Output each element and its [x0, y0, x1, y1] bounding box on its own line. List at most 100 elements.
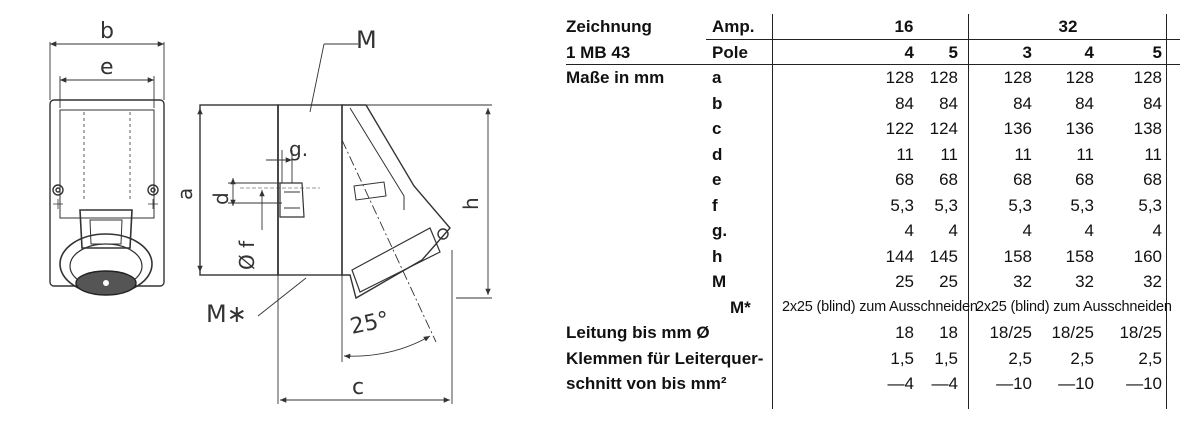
value-cell: 68 — [1013, 170, 1032, 189]
value-cell: 5,3 — [890, 195, 914, 215]
table-row-f: f 5,3 5,3 5,3 5,3 5,3 — [566, 193, 1186, 219]
value-cell: 84 — [939, 93, 958, 113]
value-cell: 4 — [904, 221, 914, 240]
value-cell: 18 — [895, 323, 914, 342]
value-cell: 84 — [1075, 93, 1094, 113]
value-cell: 18/25 — [989, 323, 1032, 342]
value-cell: 11 — [1014, 144, 1032, 164]
dimension-d-f-g — [228, 150, 293, 230]
label-h: h — [459, 197, 483, 210]
value-cell: 5,3 — [934, 195, 958, 215]
table-row-Mstar: M* 2x25 (blind) zum Ausschneiden 2x25 (b… — [566, 295, 1186, 321]
klemmen-label-1: Klemmen für Leiterquer- — [566, 348, 764, 368]
header-amp: Amp. — [712, 17, 755, 36]
row-key: f — [712, 195, 718, 215]
value-cell: 11 — [896, 144, 914, 164]
value-cell: 158 — [1065, 246, 1094, 266]
klemmen-label-2: schnitt von bis mm² — [566, 374, 727, 393]
value-cell: 5,3 — [1138, 195, 1162, 215]
value-cell: 32 — [1075, 272, 1094, 291]
dimension-h — [342, 104, 492, 299]
value-cell: 4 — [1084, 221, 1094, 240]
value-cell: 84 — [1143, 93, 1162, 113]
value-cell: 136 — [1065, 119, 1094, 138]
column-rule-3 — [1166, 14, 1168, 409]
dimension-e — [59, 76, 155, 108]
value-cell: 124 — [929, 119, 958, 138]
value-cell: 128 — [1065, 68, 1094, 87]
pole-cell: 5 — [1152, 42, 1162, 62]
value-cell: 32 — [1013, 272, 1032, 291]
value-cell: 138 — [1133, 119, 1162, 138]
row-key: M* — [730, 297, 751, 317]
pole-cell: 4 — [904, 42, 914, 62]
value-cell: 4 — [1022, 221, 1032, 240]
pole-cell: 5 — [948, 42, 958, 62]
value-cell: 68 — [1143, 170, 1162, 189]
row-key: b — [712, 93, 723, 113]
value-cell: —10 — [996, 374, 1032, 393]
label-e: e — [100, 55, 114, 80]
value-cell: 136 — [1003, 119, 1032, 138]
table-row-b: b 84 84 84 84 84 — [566, 91, 1186, 117]
value-cell: 18/25 — [1051, 323, 1094, 342]
side-view — [199, 104, 451, 300]
value-cell: 11 — [940, 144, 958, 164]
value-cell: 128 — [1003, 68, 1032, 87]
value-cell: —4 — [931, 374, 958, 393]
value-cell: —10 — [1058, 374, 1094, 393]
front-view — [49, 99, 165, 296]
value-cell: 1,5 — [890, 348, 914, 368]
table-row-c: c 122 124 136 136 138 — [566, 116, 1186, 142]
header-row-pole: 1 MB 43 Pole 4 5 3 4 5 — [566, 40, 1186, 66]
leader-M — [309, 43, 358, 113]
header-amp-32: 32 — [1058, 17, 1078, 36]
value-cell: 160 — [1133, 246, 1162, 266]
value-cell: 18/25 — [1119, 323, 1162, 342]
table-row-g: g. 4 4 4 4 4 — [566, 218, 1186, 244]
value-cell: 158 — [1003, 246, 1032, 266]
row-key: g. — [712, 221, 728, 240]
header-rule-top — [706, 39, 1180, 41]
section-label: Maße in mm — [566, 68, 665, 87]
value-cell: 1,5 — [934, 348, 958, 368]
value-cell: 122 — [885, 119, 914, 138]
table-row-klemmen-1: Klemmen für Leiterquer- 1,5 1,5 2,5 2,5 … — [566, 346, 1186, 372]
value-cell: —10 — [1126, 374, 1162, 393]
value-cell: 32 — [1143, 272, 1162, 291]
table-row-a: Maße in mm a 128 128 128 128 128 — [566, 65, 1186, 91]
angle-25 — [341, 139, 437, 362]
pole-cell: 3 — [1022, 42, 1032, 62]
value-cell: 5,3 — [1008, 195, 1032, 215]
header-amp-16: 16 — [894, 17, 914, 36]
table-row-h: h 144 145 158 158 160 — [566, 244, 1186, 270]
value-cell: 2,5 — [1138, 348, 1162, 368]
value-cell: 68 — [1075, 170, 1094, 189]
value-cell: 68 — [939, 170, 958, 189]
value-cell: —4 — [887, 374, 914, 393]
value-cell: 4 — [948, 221, 958, 240]
label-b: b — [100, 19, 114, 44]
value-cell: 145 — [929, 246, 958, 266]
header-model: 1 MB 43 — [566, 42, 631, 62]
column-rule-2 — [968, 14, 970, 409]
label-c: c — [352, 375, 364, 400]
label-g: g. — [289, 137, 308, 161]
leitung-label: Leitung bis mm Ø — [566, 323, 710, 342]
value-cell: 25 — [939, 272, 958, 291]
mstar-value-32: 2x25 (blind) zum Ausschneiden — [976, 298, 1172, 315]
value-cell: 2,5 — [1070, 348, 1094, 368]
leader-Mstar — [257, 277, 307, 317]
row-key: h — [712, 246, 723, 266]
value-cell: 128 — [929, 68, 958, 87]
dimension-b — [49, 41, 165, 100]
label-Mstar: M∗ — [206, 300, 247, 328]
value-cell: 144 — [885, 246, 914, 266]
value-cell: 84 — [895, 93, 914, 113]
value-cell: 4 — [1152, 221, 1162, 240]
row-key: a — [712, 68, 722, 87]
dimension-c — [277, 250, 453, 404]
row-key: M — [712, 272, 727, 291]
label-angle: 25° — [348, 307, 391, 340]
label-d: d — [209, 192, 233, 205]
